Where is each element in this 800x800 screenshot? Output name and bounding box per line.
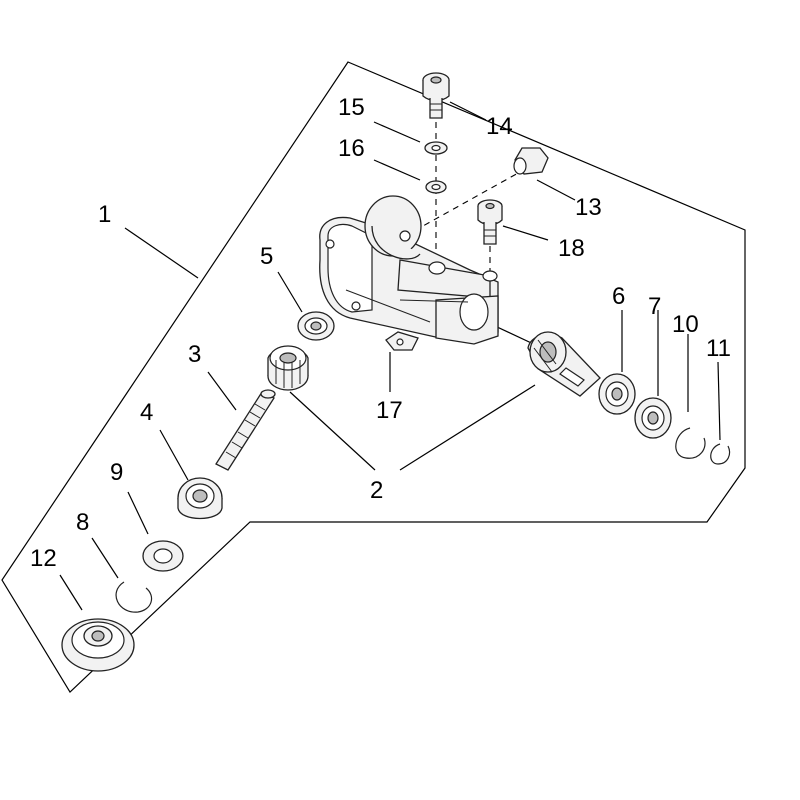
snap-ring-icon xyxy=(710,443,731,465)
hex-socket-bolt-icon xyxy=(477,199,503,245)
needle-bearing-icon xyxy=(297,311,335,341)
bevel-gear-icon xyxy=(267,345,309,391)
callout-3: 3 xyxy=(188,341,201,368)
callout-1: 1 xyxy=(98,201,111,228)
hex-socket-bolt-icon xyxy=(422,72,450,119)
callout-6: 6 xyxy=(612,283,625,310)
callout-2: 2 xyxy=(370,477,383,504)
callout-12: 12 xyxy=(30,545,57,572)
cap-nut-icon xyxy=(61,618,135,672)
callout-16: 16 xyxy=(338,135,365,162)
callout-7: 7 xyxy=(648,293,661,320)
input-shaft-icon xyxy=(215,389,276,471)
assembly-outline xyxy=(1,61,746,693)
grease-plug-icon xyxy=(513,147,549,175)
clamp-plate-icon xyxy=(385,331,419,351)
snap-ring-icon xyxy=(115,581,153,613)
ball-bearing-icon xyxy=(634,397,672,439)
callout-17: 17 xyxy=(376,397,403,424)
ball-bearing-icon xyxy=(177,477,223,520)
washer-icon xyxy=(424,141,448,194)
callout-18: 18 xyxy=(558,235,585,262)
callout-15: 15 xyxy=(338,94,365,121)
callout-11: 11 xyxy=(706,335,731,362)
callout-10: 10 xyxy=(672,311,699,338)
callout-14: 14 xyxy=(486,113,513,140)
callout-9: 9 xyxy=(110,459,123,486)
callout-5: 5 xyxy=(260,243,273,270)
snap-ring-icon xyxy=(675,427,706,459)
callout-labels: 1 5 3 4 9 8 12 2 17 15 16 14 13 18 6 7 1… xyxy=(30,94,731,572)
callout-8: 8 xyxy=(76,509,89,536)
callout-4: 4 xyxy=(140,399,153,426)
washer-icon xyxy=(142,540,184,572)
callout-13: 13 xyxy=(575,194,602,221)
leader-lines xyxy=(59,100,721,611)
bevel-gear-icon xyxy=(527,331,601,397)
ball-bearing-icon xyxy=(598,373,636,415)
gear-housing-icon xyxy=(319,195,499,345)
